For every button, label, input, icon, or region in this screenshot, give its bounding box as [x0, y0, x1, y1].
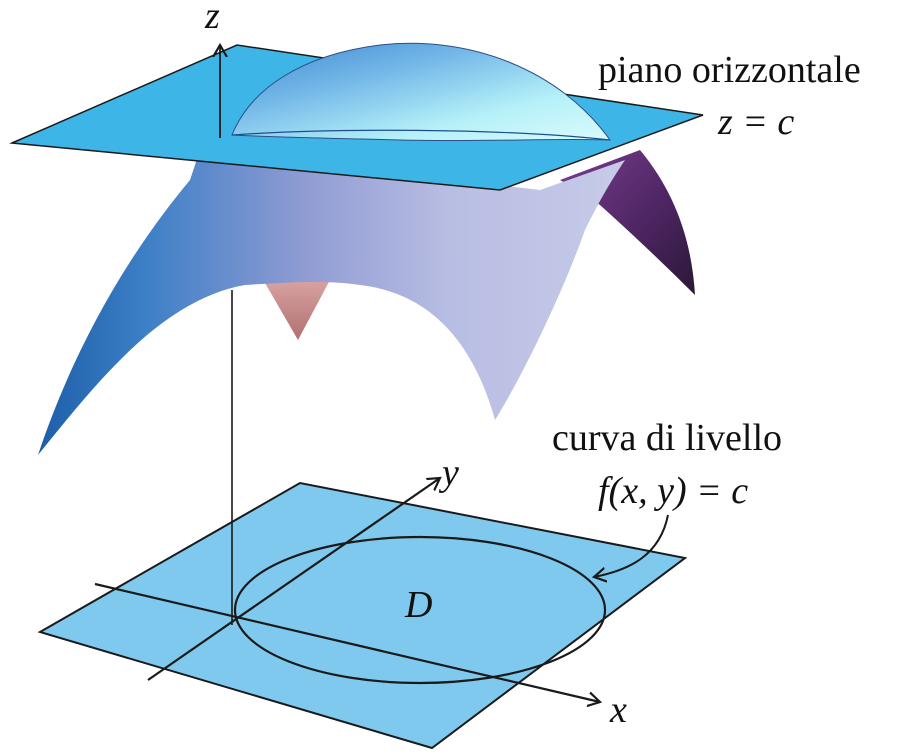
surface-underside [265, 280, 330, 340]
curved-arrow-icon [594, 514, 669, 577]
plane-title: piano orizzontale [598, 49, 861, 91]
base-plane [37, 481, 688, 750]
level-curve-title: curva di livello [552, 417, 782, 459]
level-curve [233, 535, 607, 685]
y-axis [147, 478, 440, 681]
z-axis-label: z [204, 0, 220, 37]
surface-body [38, 150, 625, 455]
domain-label: D [404, 584, 432, 626]
surface-dome [231, 42, 612, 142]
y-axis-label: y [438, 452, 459, 494]
plane-cut-curve [231, 129, 611, 141]
x-axis [94, 582, 600, 702]
plane-equation: z = c [717, 101, 794, 143]
x-axis-label: x [609, 689, 627, 731]
level-curve-equation: f(x, y) = c [598, 470, 748, 512]
